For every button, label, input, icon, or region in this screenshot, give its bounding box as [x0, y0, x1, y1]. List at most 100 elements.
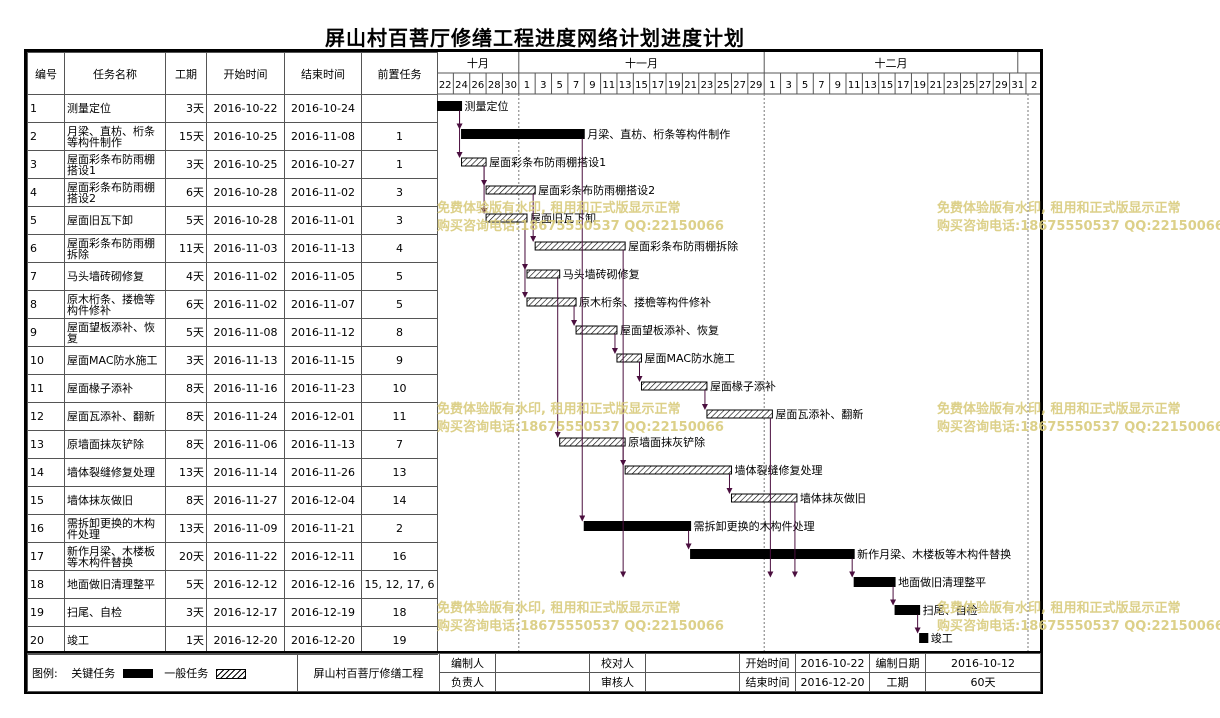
gantt-bar [706, 409, 773, 419]
day-tick-label: 21 [684, 80, 697, 91]
day-tick-label: 31 [1011, 80, 1024, 91]
task-end: 2016-11-12 [284, 318, 362, 347]
watermark: 免费体验版有水印, 租用和正式版显示正常购买咨询电话:18675550537 Q… [937, 402, 1220, 435]
task-start: 2016-10-25 [206, 122, 285, 151]
day-tick-label: 19 [913, 80, 926, 91]
task-duration: 13天 [165, 458, 207, 487]
task-name: 屋面椽子添补 [64, 374, 166, 403]
task-duration: 8天 [165, 430, 207, 459]
task-end: 2016-11-08 [284, 122, 362, 151]
day-tick-label: 29 [995, 80, 1008, 91]
task-pred: 14 [361, 486, 438, 515]
task-id: 19 [27, 598, 65, 627]
task-start: 2016-11-24 [206, 402, 285, 431]
task-id: 9 [27, 318, 65, 347]
footer-end-value: 2016-12-20 [795, 672, 870, 692]
task-name: 月梁、直枋、桁条等构件制作 [64, 122, 166, 151]
footer-reviewer-label: 审核人 [589, 672, 646, 692]
day-tick-label: 17 [651, 80, 664, 91]
task-duration: 5天 [165, 318, 207, 347]
day-tick-label: 1 [524, 80, 530, 91]
gantt-bar-label: 竣工 [931, 631, 953, 645]
watermark: 免费体验版有水印, 租用和正式版显示正常购买咨询电话:18675550537 Q… [437, 201, 724, 234]
gantt-bar [919, 633, 929, 643]
task-name: 测量定位 [64, 94, 166, 123]
gantt-bar [437, 101, 463, 111]
task-table-header: 编号 任务名称 工期 开始时间 结束时间 前置任务 [27, 52, 438, 95]
gantt-bar-label: 扫尾、自检 [923, 603, 978, 617]
day-tick-label: 5 [557, 80, 563, 91]
legend-normal-label: 一般任务 [164, 666, 209, 680]
day-tick-label: 11 [602, 80, 615, 91]
task-name: 墙体抹灰做旧 [64, 486, 166, 515]
gantt-bar-label: 月梁、直枋、桁条等构件制作 [587, 127, 730, 141]
watermark: 免费体验版有水印, 租用和正式版显示正常购买咨询电话:18675550537 Q… [937, 201, 1220, 234]
task-name: 屋面彩条布防雨棚搭设2 [64, 178, 166, 207]
gantt-bar [730, 493, 798, 503]
task-start: 2016-11-09 [206, 514, 285, 543]
task-id: 8 [27, 290, 65, 319]
gantt-bar-label: 屋面MAC防水施工 [645, 351, 736, 365]
day-tick-label: 21 [930, 80, 943, 91]
task-start: 2016-11-06 [206, 430, 285, 459]
task-name: 屋面旧瓦下卸 [64, 206, 166, 235]
task-duration: 4天 [165, 262, 207, 291]
footer-period-label: 工期 [869, 672, 926, 692]
gantt-bar [526, 269, 561, 279]
task-start: 2016-11-16 [206, 374, 285, 403]
task-id: 1 [27, 94, 65, 123]
task-start: 2016-10-25 [206, 150, 285, 179]
gantt-bar-label: 屋面瓦添补、翻新 [775, 407, 863, 421]
task-duration: 8天 [165, 486, 207, 515]
gantt-bar-label: 屋面旧瓦下卸 [530, 211, 596, 225]
gantt-bar-label: 屋面望板添补、恢复 [620, 323, 719, 337]
day-tick-label: 1 [769, 80, 775, 91]
day-tick-label: 15 [635, 80, 648, 91]
day-tick-label: 15 [881, 80, 894, 91]
task-pred: 13 [361, 458, 438, 487]
day-tick-label: 2 [1031, 80, 1037, 91]
footer: 图例: 关键任务 一般任务 屏山村百菩厅修缮工程 编制人 校对人 开始时间 20… [27, 651, 1041, 693]
task-id: 11 [27, 374, 65, 403]
task-duration: 5天 [165, 570, 207, 599]
task-pred: 18 [361, 598, 438, 627]
task-end: 2016-10-24 [284, 94, 362, 123]
task-name: 马头墙砖砌修复 [64, 262, 166, 291]
task-duration: 13天 [165, 514, 207, 543]
gantt-bar-label: 新作月梁、木楼板等木构件替换 [857, 547, 1011, 561]
day-tick-label: 13 [864, 80, 877, 91]
task-end: 2016-11-07 [284, 290, 362, 319]
task-pred: 1 [361, 150, 438, 179]
day-tick-label: 25 [717, 80, 730, 91]
legend-critical-swatch [122, 669, 153, 678]
gantt-bar [894, 605, 921, 615]
task-name: 屋面彩条布防雨棚搭设1 [64, 150, 166, 179]
gantt-bar [575, 325, 618, 335]
watermark: 免费体验版有水印, 租用和正式版显示正常购买咨询电话:18675550537 Q… [437, 601, 724, 634]
task-pred: 16 [361, 542, 438, 571]
task-end: 2016-12-20 [284, 626, 362, 655]
task-start: 2016-11-02 [206, 290, 285, 319]
task-duration: 3天 [165, 598, 207, 627]
footer-date-label: 编制日期 [869, 653, 926, 673]
task-pred [361, 94, 438, 123]
task-id: 17 [27, 542, 65, 571]
task-id: 14 [27, 458, 65, 487]
gantt-bar [624, 465, 732, 475]
day-tick-label: 30 [504, 80, 517, 91]
task-start: 2016-12-17 [206, 598, 285, 627]
task-name: 原木桁条、搂檐等构件修补 [64, 290, 166, 319]
gantt-bar-label: 屋面彩条布防雨棚搭设2 [538, 183, 655, 197]
task-end: 2016-12-16 [284, 570, 362, 599]
